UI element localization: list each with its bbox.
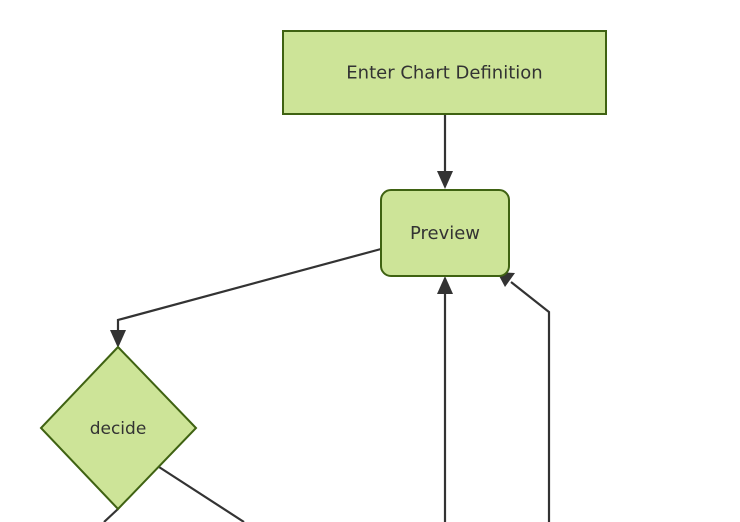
edge-line (116, 247, 382, 333)
edge-line (510, 281, 551, 522)
node-label-enter-chart-definition: Enter Chart Definition (346, 63, 542, 84)
arrow-head-icon (437, 171, 453, 189)
arrow-head-icon (437, 276, 453, 294)
edge-line (103, 508, 119, 522)
edge-preview-to-decide (110, 247, 382, 348)
edge-bottom-right-to-preview (497, 272, 551, 522)
node-diamond[interactable] (39, 345, 198, 511)
edge-line (158, 466, 245, 522)
node-label-decide: decide (90, 419, 147, 439)
edge-enter-to-preview (437, 114, 453, 189)
node-rounded-rect[interactable] (380, 189, 510, 277)
node-label-preview: Preview (410, 223, 480, 244)
edge-bottom-center-to-preview (437, 276, 453, 522)
node-preview[interactable]: Preview (380, 189, 510, 277)
edge-decide-bottom-out (103, 508, 119, 522)
node-rect[interactable] (282, 30, 607, 115)
edge-decide-right-out (158, 466, 245, 522)
arrow-head-icon (110, 330, 126, 348)
node-enter-chart-definition[interactable]: Enter Chart Definition (282, 30, 607, 115)
node-decide[interactable]: decide (39, 345, 198, 511)
